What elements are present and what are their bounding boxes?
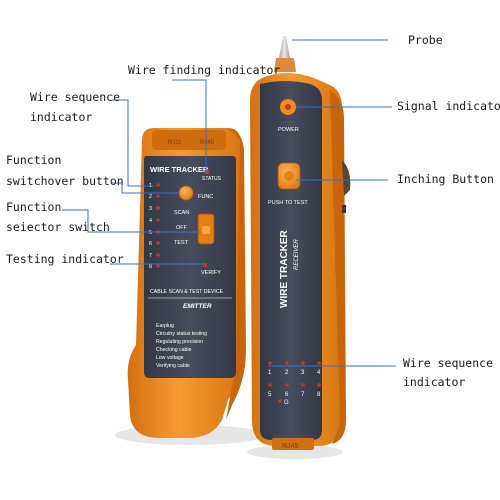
callout-wire-sequence-right-line2: indicator (403, 375, 466, 389)
emitter-led (156, 183, 160, 187)
emitter-led (156, 206, 160, 210)
emitter-led (156, 253, 160, 257)
emitter-off-label: OFF (176, 225, 188, 231)
emitter-led (156, 241, 160, 245)
emitter-led-label: 7 (149, 253, 152, 259)
callout-line-func-selector (62, 209, 200, 233)
receiver-led (301, 361, 305, 365)
emitter-led-label: 4 (149, 218, 152, 224)
callout-function-selector-line1: Function (6, 200, 62, 214)
emitter-feature: Regulating precision (156, 339, 203, 345)
emitter-verify-label: VERIFY (201, 270, 221, 276)
callout-inching-button: Inching Button (397, 172, 494, 186)
callout-line-wire-sequence-left (112, 99, 154, 187)
receiver-led-label: 3 (301, 370, 305, 376)
emitter-led-label: 3 (149, 206, 152, 212)
receiver-led-grid: 1 2 3 4 5 6 7 8 G (268, 361, 321, 406)
emitter-feature: Verifying cable (156, 363, 190, 369)
emitter-func-label: FUNC (198, 194, 213, 200)
receiver-led (285, 383, 289, 387)
callout-function-switchover-line1: Function (6, 153, 62, 167)
receiver-sub: RECEIVER (294, 239, 300, 270)
emitter-feature: Earplug (156, 323, 174, 329)
emitter-name: EMITTER (183, 303, 212, 310)
emitter-port-rj45-label: RJ45 (200, 140, 215, 146)
callout-probe: Probe (408, 33, 443, 47)
receiver-device: POWER PUSH TO TEST WIRE TRACKER RECEIVER… (247, 36, 351, 459)
emitter-port-rj11-label: RJ11 (168, 140, 182, 146)
emitter-feature-list: Earplug Circuitry status testing Regulat… (156, 323, 207, 369)
callout-signal-indicator: Signal indicator (397, 99, 500, 113)
emitter-brand: WIRE TRACKER (150, 165, 209, 174)
emitter-led (156, 218, 160, 222)
emitter-test-label: TEST (174, 240, 189, 246)
callout-testing-indicator: Testing indicator (6, 252, 124, 266)
emitter-led-label: 2 (149, 194, 152, 200)
receiver-led-label: G (284, 400, 289, 406)
emitter-panel (144, 156, 236, 378)
emitter-led-label: 5 (149, 230, 152, 236)
receiver-probe (279, 36, 290, 58)
receiver-led-label: 7 (301, 392, 305, 398)
callout-function-selector-line2: seiector switch (6, 220, 110, 234)
receiver-panel (260, 81, 322, 440)
receiver-led (301, 383, 305, 387)
callout-lines (62, 39, 396, 367)
receiver-led (317, 361, 321, 365)
emitter-led-label: 6 (149, 241, 152, 247)
callout-wire-finding-indicator: Wire finding indicator (128, 63, 281, 77)
receiver-brand: WIRE TRACKER (279, 229, 290, 308)
emitter-func-button[interactable] (178, 185, 194, 201)
emitter-led-label: 8 (149, 264, 152, 270)
emitter-device: RJ11 RJ45 WIRE TRACKER STATUS 1 2 3 4 5 … (115, 128, 265, 445)
receiver-led (285, 361, 289, 365)
receiver-led-label: 5 (268, 392, 272, 398)
emitter-status-label: STATUS (202, 176, 222, 182)
emitter-feature: Low voltage (156, 355, 184, 361)
receiver-push-to-test-label: PUSH TO TEST (268, 200, 308, 206)
receiver-led (278, 399, 282, 403)
callout-function-switchover-line2: switchover button (6, 174, 124, 188)
receiver-led (268, 383, 272, 387)
receiver-led-label: 6 (285, 392, 289, 398)
receiver-led (268, 361, 272, 365)
receiver-led-label: 2 (285, 370, 289, 376)
emitter-led (156, 194, 160, 198)
emitter-tagline: CABLE SCAN & TEST DEVICE (150, 289, 224, 295)
receiver-port-label: RJ45 (282, 443, 298, 450)
emitter-led (156, 264, 160, 268)
callout-wire-sequence-left-line2: indicator (30, 110, 93, 124)
receiver-power-label: POWER (278, 127, 299, 133)
callout-wire-sequence-left-line1: Wire sequence (30, 90, 121, 104)
emitter-scan-label: SCAN (174, 210, 189, 216)
receiver-led-label: 1 (268, 370, 272, 376)
receiver-led-label: 8 (317, 392, 321, 398)
receiver-led (317, 383, 321, 387)
callout-line-func-switchover (112, 182, 180, 194)
emitter-led-column: 1 2 3 4 5 6 7 8 (149, 183, 160, 270)
emitter-feature: Circuitry status testing (156, 331, 207, 337)
emitter-status-led (204, 169, 210, 175)
callout-line-wire-finding (172, 79, 207, 174)
callout-wire-sequence-right-line1: Wire sequence (403, 356, 494, 370)
emitter-feature: Checking cable (156, 347, 192, 353)
receiver-led-label: 4 (317, 370, 321, 376)
